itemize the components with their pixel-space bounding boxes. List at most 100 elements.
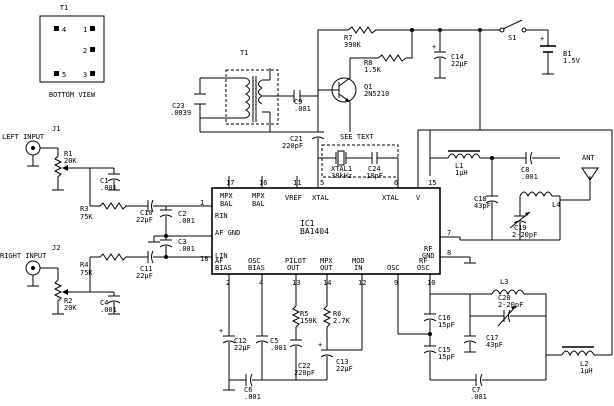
ic-label-vref: VREF	[285, 194, 302, 202]
c18-value: 43pF	[474, 202, 491, 210]
ic-label-osc: OSC	[387, 264, 400, 272]
ic-label-mpx-bal-2: MPX	[252, 192, 265, 200]
c12-value: 22µF	[234, 344, 251, 352]
t1-pin-1: 1	[83, 26, 87, 34]
c19-ref: C19	[514, 224, 527, 232]
rf-oscillator-section: C16 15pF C15 15pF L3 C20 2-20pF C17 43pF	[397, 130, 613, 401]
c20-ref: C20	[498, 294, 511, 302]
ic-label-af-bias-b: BIAS	[215, 264, 232, 272]
ic-pin-2: 2	[226, 279, 230, 287]
c23-value: .0039	[170, 109, 191, 117]
ic-label-rf-osc: RF	[419, 257, 427, 265]
c14-plus: +	[432, 43, 436, 51]
r5-ref: R5	[300, 310, 308, 318]
ic-label-rin: RIN	[215, 212, 228, 220]
c9-ref: C9	[294, 98, 302, 106]
ic-pin-17: 17	[226, 179, 234, 187]
ic-pin-13: 13	[292, 279, 300, 287]
c22-ref: C22	[298, 362, 311, 370]
r2-ref: R2	[64, 297, 72, 305]
r5-value: 150K	[300, 317, 318, 325]
c4-value: .001	[100, 306, 117, 314]
ic1: IC1 BA1404 17 MPX BAL 16 MPX BAL 11 VREF…	[200, 176, 460, 287]
c23-ref: C23	[172, 102, 185, 110]
xtal1-value: 38kHz	[331, 172, 352, 180]
ic-label-mod-in: MOD	[352, 257, 365, 265]
r6-resistor	[322, 305, 332, 350]
j1-ref: J1	[52, 125, 60, 133]
r5-resistor	[291, 305, 301, 340]
c13-value: 22µF	[336, 365, 353, 373]
c15-value: 15pF	[438, 353, 455, 361]
r8-resistor	[377, 30, 413, 62]
r4-resistor	[90, 253, 148, 261]
c24-value: 18pF	[366, 172, 383, 180]
left-input-section: J1 LEFT INPUT R1 20K C1 .001 R3 75K C10	[2, 125, 212, 224]
xtal1-ref: XTAL1	[331, 165, 352, 173]
r1-value: 20K	[64, 157, 77, 165]
c10-ref: C10	[140, 209, 153, 217]
b1-value: 1.5V	[563, 57, 581, 65]
ic-label-mpx-bal-1: MPX	[220, 192, 233, 200]
ic-label-mod-in-b: IN	[354, 264, 362, 272]
r4-value: 75K	[80, 269, 93, 277]
ic-pin-10: 10	[427, 279, 435, 287]
q1-section: Q1 2N5210 R7 390K R8 1.5K C21 220pF	[282, 26, 500, 176]
c11-value: 22µF	[136, 272, 153, 280]
antenna-icon	[581, 167, 599, 181]
ic-pin-6: 6	[394, 179, 398, 187]
c7-ref: C7	[472, 386, 480, 394]
q1-ref: Q1	[364, 83, 372, 91]
ic-pin-1: 1	[200, 199, 204, 207]
l1-ref: L1	[455, 162, 463, 170]
c8-value: .001	[521, 173, 538, 181]
ic-label-mpx-bal-1b: BAL	[220, 200, 233, 208]
ic-pin-14: 14	[323, 279, 331, 287]
c12-ref: C12	[234, 337, 247, 345]
ic-pin-18: 18	[200, 255, 208, 263]
j2-ref: J2	[52, 244, 60, 252]
c2-c3-section: C2 .001 C3 .001	[148, 206, 212, 257]
t1-view-title: T1	[60, 4, 68, 12]
r1-resistor	[53, 155, 63, 190]
left-input-label: LEFT INPUT	[2, 133, 45, 141]
r1-ref: R1	[64, 150, 72, 158]
t1-view-caption: BOTTOM VIEW	[49, 91, 96, 99]
ic-pin-9: 9	[394, 279, 398, 287]
ic1-ref: IC1	[300, 219, 315, 228]
c7-value: .001	[470, 393, 487, 401]
c1-ref: C1	[100, 177, 108, 185]
ic-label-pilot-out: PILOT	[285, 257, 307, 265]
ic-pin-7: 7	[447, 229, 451, 237]
t1-ref: T1	[240, 49, 248, 57]
right-input-section: J2 RIGHT INPUT R2 20K R4 75K C4 .001 C11…	[0, 244, 212, 315]
ic-label-af-bias: AF	[215, 257, 223, 265]
l3-inductor	[491, 289, 525, 296]
ic-label-rf-gnd-b: GND	[422, 252, 435, 260]
c14-value: 22µF	[451, 60, 468, 68]
r3-ref: R3	[80, 205, 88, 213]
t1-bottom-view: T1 4 1 2 5 3 BOTTOM VIEW	[39, 4, 105, 99]
c6-value: .001	[244, 393, 261, 401]
r6-ref: R6	[333, 310, 341, 318]
ic1-part: BA1404	[300, 227, 329, 236]
c2-value: .001	[178, 217, 195, 225]
r8-ref: R8	[364, 59, 372, 67]
c17-ref: C17	[486, 334, 499, 342]
r3-resistor	[90, 202, 148, 210]
ic-label-xtal-1: XTAL	[312, 194, 329, 202]
c21-ref: C21	[290, 135, 303, 143]
l2-ref: L2	[580, 360, 588, 368]
ic-label-rf-gnd: RF	[424, 245, 432, 253]
l2-value: 1µH	[580, 367, 593, 375]
c13-ref: C13	[336, 358, 349, 366]
right-input-label: RIGHT INPUT	[0, 252, 47, 260]
c3-ref: C3	[178, 238, 186, 246]
r2-value: 20K	[64, 304, 77, 312]
ic-label-af-gnd: AF GND	[215, 229, 240, 237]
r6-value: 2.7K	[333, 317, 351, 325]
c14-ref: C14	[451, 53, 464, 61]
ic-label-osc-bias-b: BIAS	[248, 264, 265, 272]
ic-label-v: V	[416, 194, 421, 202]
